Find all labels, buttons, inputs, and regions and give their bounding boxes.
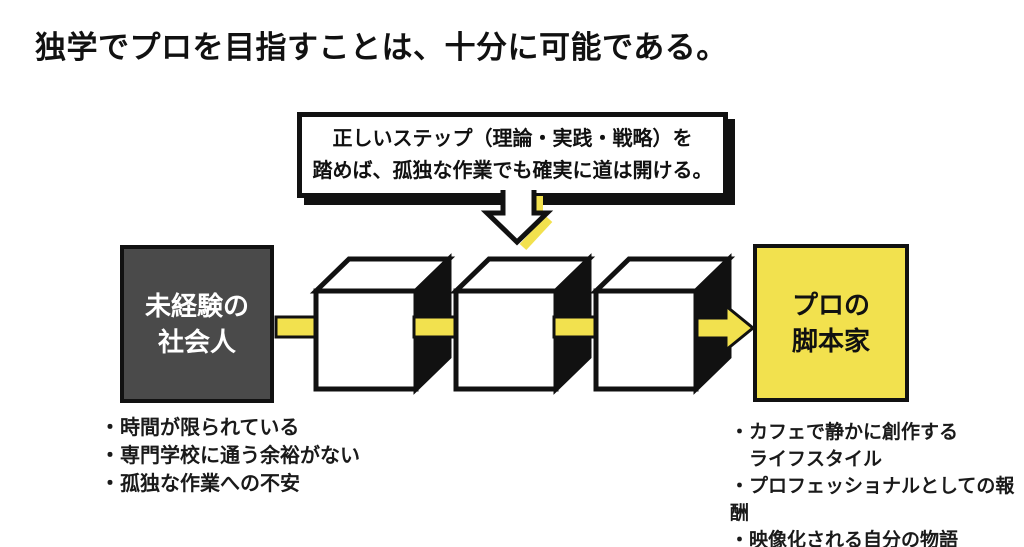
step-cube-1 [309, 253, 456, 395]
callout-text: 正しいステップ（理論・実践・戦略）を 踏めば、孤独な作業でも確実に道は開ける。 [312, 128, 713, 182]
end-point-item: ・映像化される自分の物語 [730, 530, 959, 547]
end-point-item: ・プロフェッショナルとしての報酬 [730, 476, 1015, 524]
end-box-label: プロの 脚本家 [791, 290, 870, 356]
connector-segment-3 [552, 315, 602, 339]
start-point-item: ・専門学校に通う余裕がない [100, 445, 360, 467]
connector-segment-2 [412, 315, 462, 339]
start-point-item: ・時間が限られている [100, 417, 300, 439]
page-title: 独学でプロを目指すことは、十分に可能である。 [35, 30, 728, 65]
start-points-list: ・時間が限られている ・専門学校に通う余裕がない ・孤独な作業への不安 [100, 414, 360, 498]
start-box: 未経験の 社会人 [120, 245, 274, 403]
end-box: プロの 脚本家 [753, 244, 909, 402]
flow-arrow-icon [695, 302, 756, 354]
start-box-label: 未経験の 社会人 [144, 291, 249, 357]
start-point-item: ・孤独な作業への不安 [100, 473, 300, 495]
step-cube-3 [589, 253, 736, 395]
end-points-list: ・カフェで静かに創作する ライフスタイル ・プロフェッショナルとしての報酬 ・映… [730, 419, 1024, 547]
connector-segment-1 [274, 315, 322, 339]
end-point-item: ・カフェで静かに創作する ライフスタイル [730, 422, 959, 470]
down-arrow-icon [480, 190, 554, 251]
